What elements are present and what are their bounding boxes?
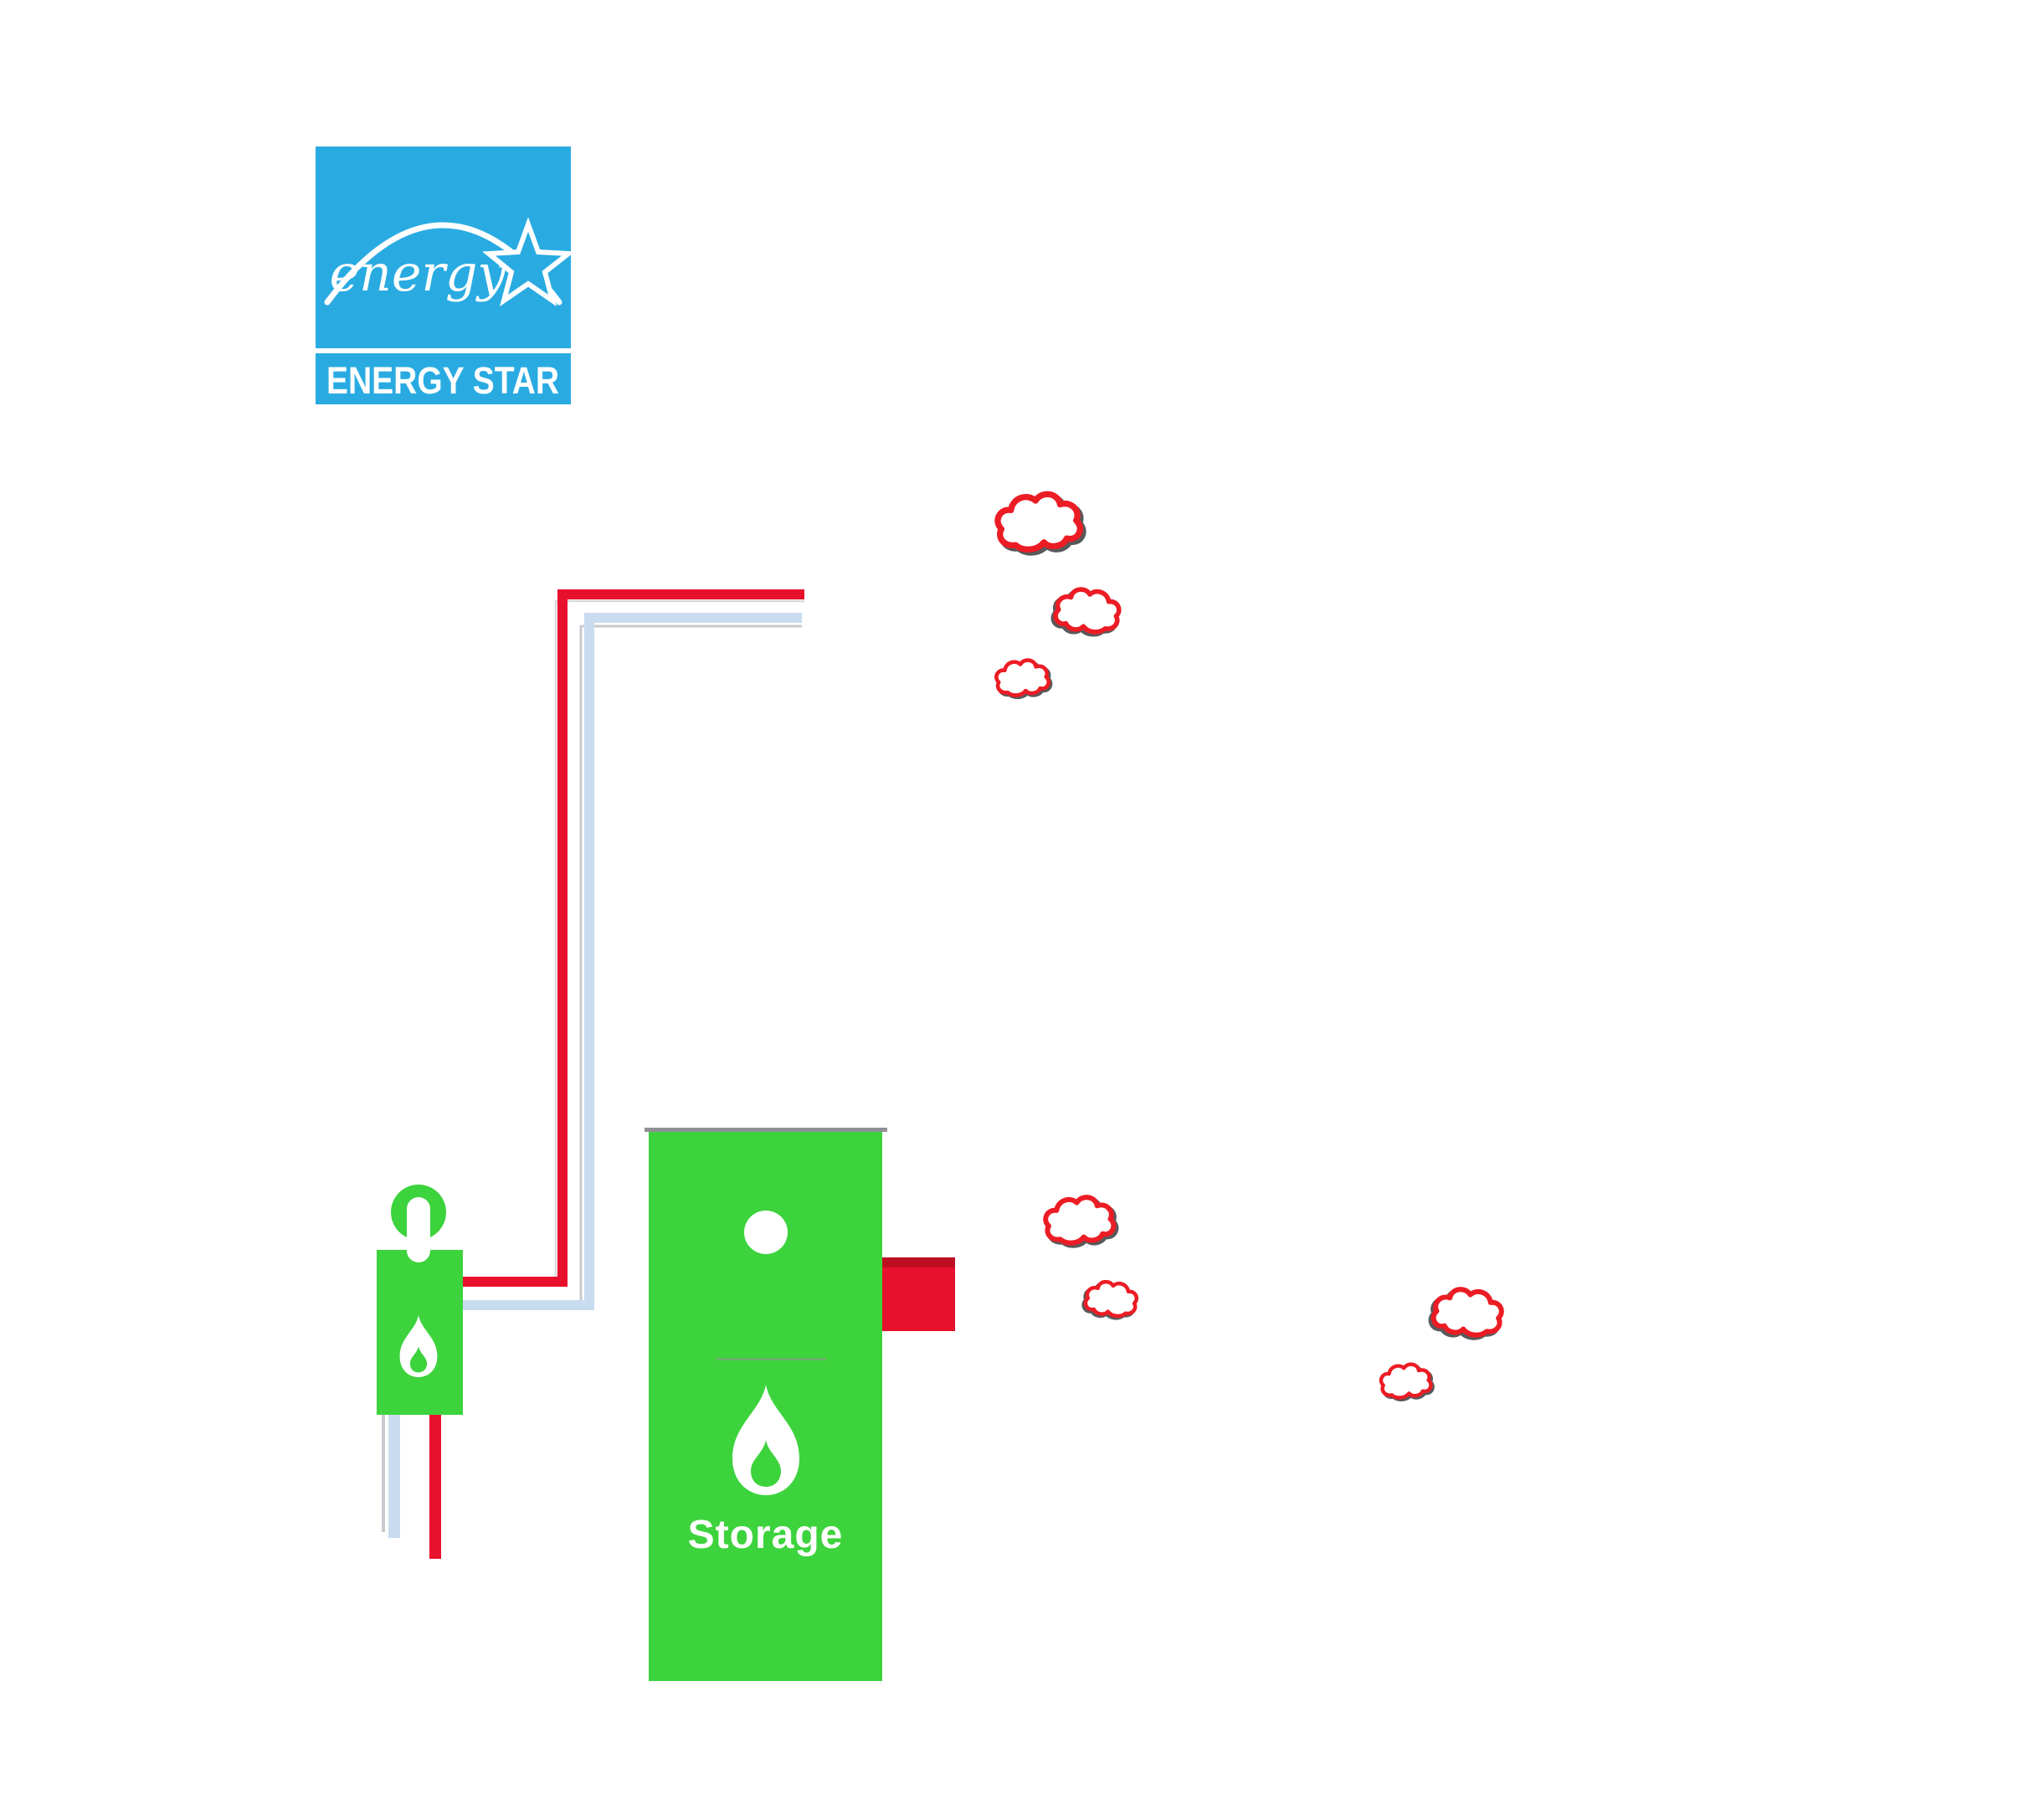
steam-cloud xyxy=(989,645,1061,712)
cold-pipe-shadow xyxy=(579,625,802,1306)
logo-wordmark: ENERGY STAR xyxy=(326,359,559,402)
steam-cloud xyxy=(984,479,1101,566)
steam-cloud xyxy=(1374,1345,1442,1417)
hot-water-pipe xyxy=(463,589,804,1287)
energy-star-logo: energy ENERGY STAR xyxy=(316,147,576,404)
tank-seam xyxy=(717,1358,826,1360)
tankless-heater xyxy=(377,1185,463,1559)
hot-pipe-shadow xyxy=(554,599,804,1283)
star-icon xyxy=(482,217,576,307)
flame-icon xyxy=(399,1315,438,1377)
energy-star-logo-art: energy ENERGY STAR xyxy=(316,147,576,404)
tankless-valve-stem xyxy=(407,1197,430,1262)
steam-cloud xyxy=(1035,1184,1129,1257)
logo-energy-script: energy xyxy=(330,244,507,303)
tankless-hot-pipe xyxy=(429,1415,441,1559)
steam-cloud xyxy=(1074,1266,1144,1333)
cold-water-pipe xyxy=(463,613,802,1310)
burner-box xyxy=(882,1257,955,1331)
storage-tank-cap-line xyxy=(645,1128,887,1132)
steam-cloud xyxy=(1418,1272,1512,1353)
pipe-shadow xyxy=(382,1415,385,1532)
steam-cloud xyxy=(1040,578,1129,645)
storage-label: Storage xyxy=(687,1513,844,1557)
pilot-light xyxy=(744,1211,788,1254)
flame-icon xyxy=(732,1385,799,1495)
burner-box-top-edge xyxy=(882,1257,955,1267)
logo-divider xyxy=(316,348,571,353)
tankless-cold-pipe xyxy=(388,1415,400,1538)
storage-heater: Storage xyxy=(649,1132,882,1681)
